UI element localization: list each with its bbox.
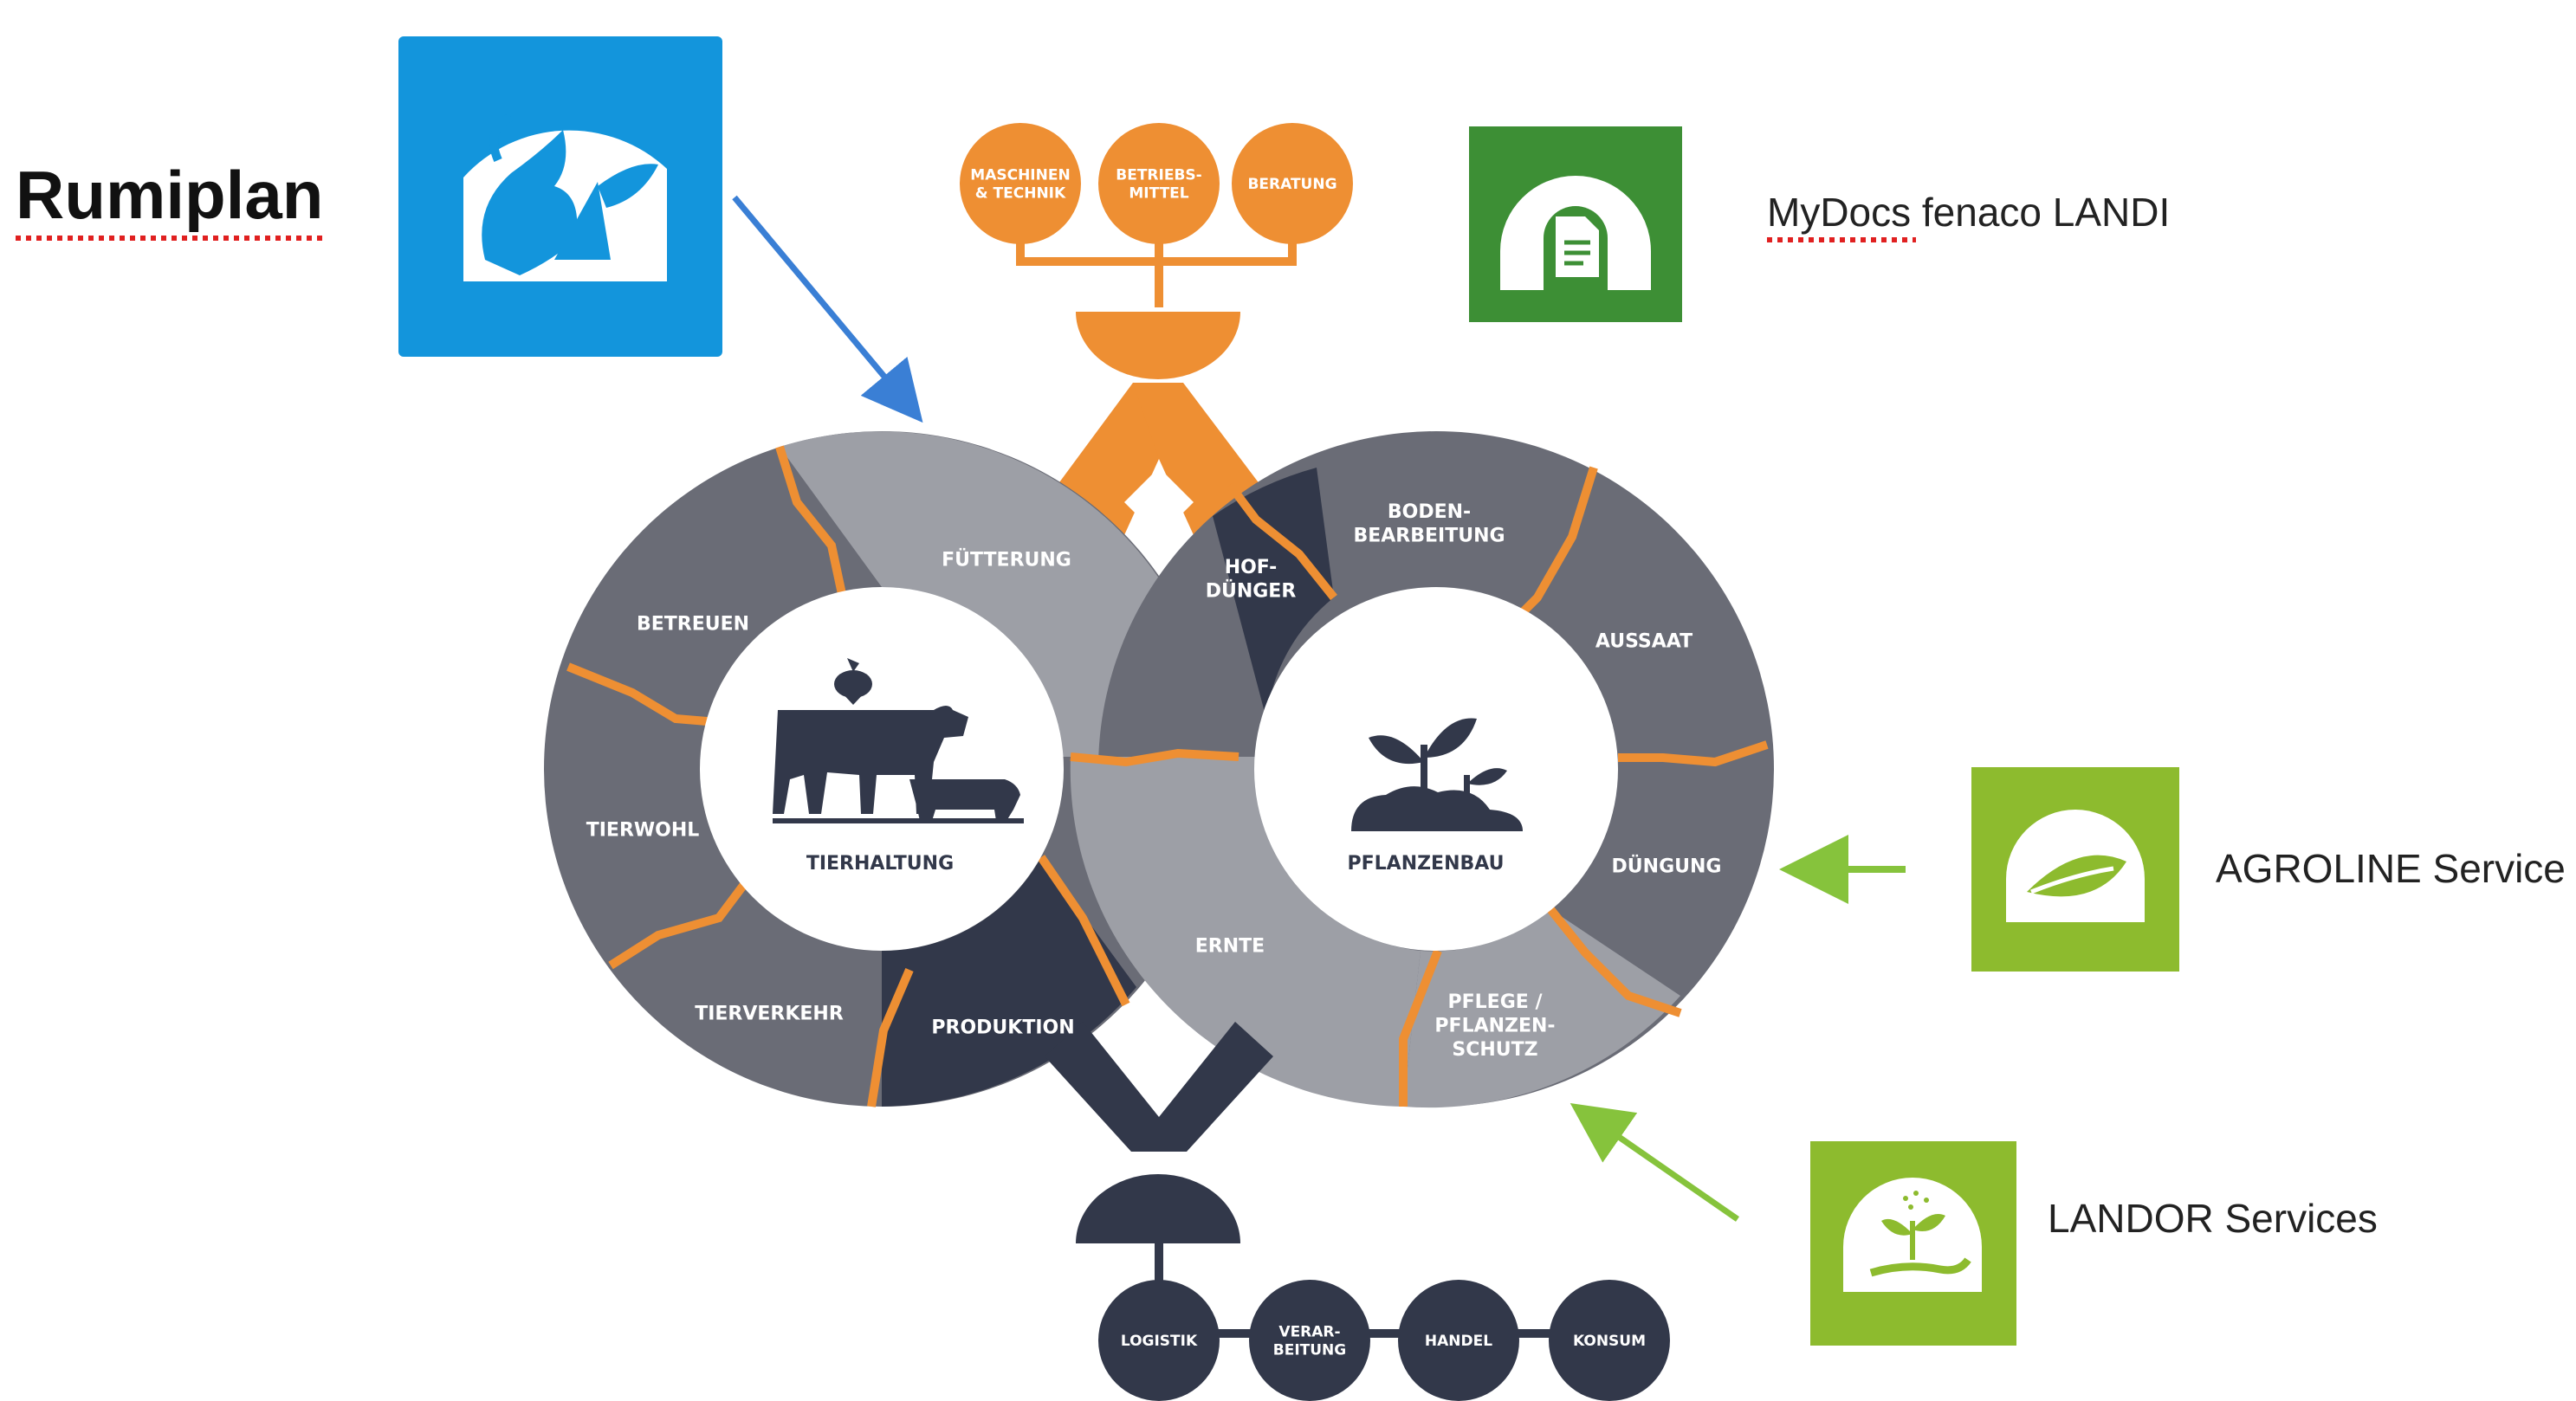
input-label: BERATUNG [1247,176,1337,193]
right-ring-segment-label: HOF-DÜNGER [1206,557,1297,603]
mydocs-label: MyDocs fenaco LANDI [1767,190,2171,235]
agroline-tile[interactable] [1971,767,2179,972]
left-ring-feeding-segment [780,431,1218,757]
top-diamond-gap [1124,468,1194,537]
left-ring-segment-label: BETREUEN [637,614,749,636]
left-ring-segment-label: FÜTTERUNG [942,549,1071,571]
right-ring-pflege-segment [1403,909,1680,1108]
spellcheck-underline [16,236,324,241]
output-circle [1098,1280,1220,1401]
output-circle [1249,1280,1370,1401]
input-connectors [1016,232,1297,307]
output-label: LOGISTIK [1121,1333,1198,1350]
right-ring-hofduenger-segment [1213,468,1334,719]
rumiplan-tile[interactable] [398,36,722,357]
input-label: MASCHINEN& TECHNIK [970,166,1070,202]
input-circles: MASCHINEN& TECHNIK BETRIEBS-MITTEL BERATUN… [960,123,1353,244]
plant-icon [1351,718,1523,831]
rumiplan-label: Rumiplan [16,157,324,233]
tierhaltung-center-label: TIERHALTUNG [806,853,954,875]
left-ring-segment-label: PRODUKTION [931,1017,1074,1039]
right-ring [1070,431,1774,1108]
output-label: KONSUM [1573,1333,1646,1350]
output-circle [1549,1280,1670,1401]
ring-labels: FÜTTERUNG BETREUEN TIERWOHL TIERVERKEHR PROD… [586,501,1722,1061]
right-ring-segment-label: PFLEGE /PFLANZEN-SCHUTZ [1434,991,1555,1061]
landor-label: LANDOR Services [2048,1196,2378,1241]
landor-tile[interactable] [1810,1141,2016,1346]
bottom-y-connector [1045,1022,1273,1152]
bottom-diamond-gap [1124,1030,1194,1100]
input-circle [960,123,1081,244]
right-ring-segment-label: AUSSAAT [1595,631,1693,653]
cow-head-feed-icon [463,113,667,281]
output-circle [1398,1280,1519,1401]
left-ring-segment-label: TIERWOHL [586,820,700,842]
right-ring-harvest-segment [1070,757,1421,1107]
right-ring-segment-label: DÜNGUNG [1612,855,1722,878]
rumiplan-arrow [732,195,923,423]
right-ring-dividers [1070,466,1769,1107]
hand-plant-icon [1843,1178,1982,1292]
agroline-label: AGROLINE Service [2216,846,2566,891]
left-ring-segment-label: TIERVERKEHR [695,1004,844,1025]
right-ring-segment-label: BODEN-BEARBEITUNG [1353,501,1505,547]
input-circle [1098,123,1220,244]
document-icon [1500,176,1651,290]
input-funnel [1076,312,1240,379]
input-label: BETRIEBS-MITTEL [1116,166,1201,202]
output-label: HANDEL [1425,1333,1492,1350]
landor-arrow [1570,1103,1739,1222]
output-label: VERAR-BEITUNG [1273,1323,1346,1359]
leaf-icon [2006,810,2145,922]
output-funnel [1076,1174,1240,1243]
output-circles: LOGISTIK VERAR-BEITUNG HANDEL KONSUM [1098,1280,1670,1401]
livestock-icon [773,658,1024,823]
right-ring-segment-label: ERNTE [1195,936,1265,958]
spellcheck-underline [1767,237,1916,242]
pflanzenbau-center-label: PFLANZENBAU [1348,853,1505,875]
left-ring-dividers [566,445,1130,1107]
input-circle [1232,123,1353,244]
mydocs-tile[interactable] [1469,126,1682,322]
